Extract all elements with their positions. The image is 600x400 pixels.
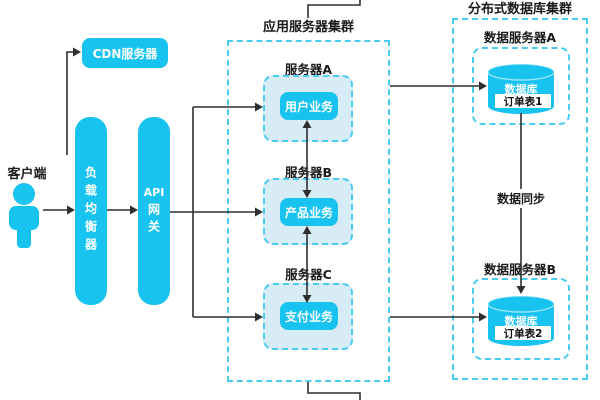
app-cluster-title: 应用服务器集群 <box>262 20 354 35</box>
product-service-box: 产品业务 <box>280 198 338 226</box>
offscreen-connector-top <box>307 0 361 18</box>
api-gateway-label-line2: 网关 <box>146 202 161 237</box>
server-b-label: 服务器B <box>284 165 333 180</box>
data-sync-label: 数据同步 <box>485 189 557 208</box>
app-server-cluster-box <box>227 40 390 382</box>
api-gateway-box: API 网关 <box>138 117 170 305</box>
order-table-2-tag: 订单表2 <box>495 326 551 340</box>
user-service-box: 用户业务 <box>280 92 338 120</box>
arrow-client-to-load-balancer <box>43 205 75 215</box>
offscreen-connector-bottom <box>307 382 361 400</box>
db-cluster-box <box>452 18 588 380</box>
load-balancer-label: 负载均衡器 <box>83 166 98 256</box>
server-a-label: 服务器A <box>284 62 333 77</box>
data-server-b-label: 数据服务器B <box>483 262 557 277</box>
arrow-load-balancer-to-api-gateway <box>107 205 138 215</box>
api-gateway-label-line1: API <box>143 185 165 199</box>
payment-service-box: 支付业务 <box>280 302 338 330</box>
order-table-1-tag: 订单表1 <box>495 94 551 108</box>
db-cluster-title: 分布式数据库集群 <box>467 2 572 17</box>
data-server-a-label: 数据服务器A <box>483 30 557 45</box>
client-label: 客户端 <box>7 167 47 182</box>
database-b-label: 数据库 <box>504 315 538 328</box>
person-icon <box>9 183 39 248</box>
cdn-server-box: CDN服务器 <box>82 38 168 68</box>
load-balancer-box: 负载均衡器 <box>75 117 107 305</box>
server-c-label: 服务器C <box>285 267 332 282</box>
database-a-label: 数据库 <box>504 83 538 96</box>
